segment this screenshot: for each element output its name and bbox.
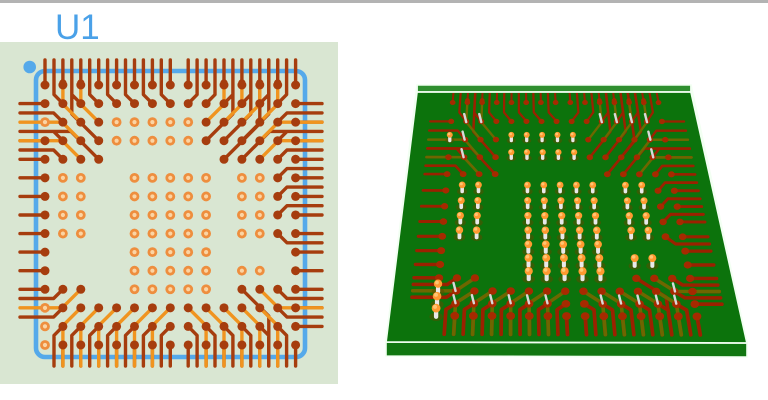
- vias-3d: [434, 98, 702, 321]
- traces-3d: [410, 93, 724, 337]
- via-stubs-3d: [452, 112, 678, 305]
- copper-layer-3d: [410, 93, 724, 337]
- via-layer: [40, 79, 301, 350]
- pad-pins-3d: [429, 131, 659, 322]
- pcb-footprint-2d-view: [0, 42, 338, 384]
- pin1-marker: [23, 60, 36, 74]
- top-border: [0, 0, 768, 3]
- reference-designator-label: U1: [55, 8, 100, 47]
- pcb-3d-canvas: [384, 84, 749, 358]
- pcb-2d-canvas: [18, 58, 324, 368]
- pcb-3d-render-view: [378, 78, 768, 368]
- unrouted-pad-layer: [40, 117, 265, 350]
